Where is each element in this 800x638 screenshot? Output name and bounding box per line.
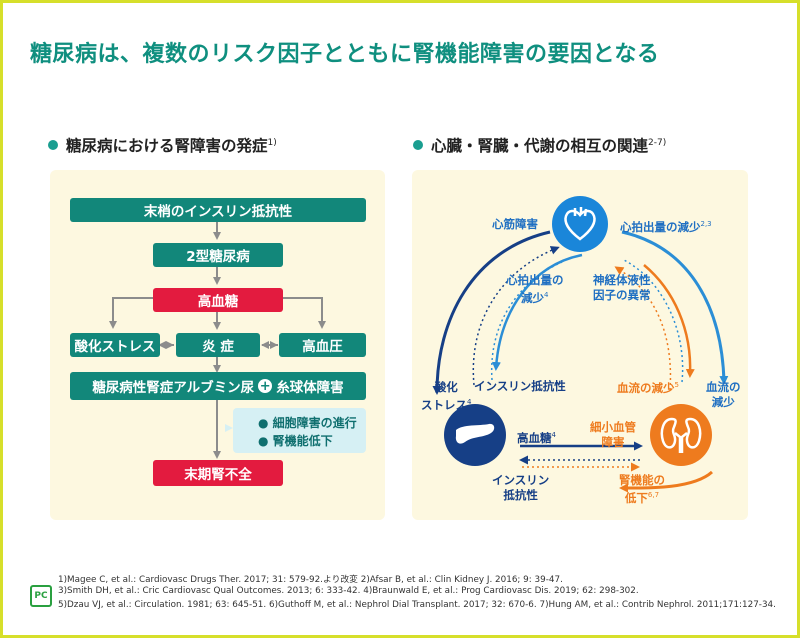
box-oxidative-stress: 酸化ストレス [70,333,160,357]
label-insulin-resistance: インスリン抵抗性 [474,379,566,393]
left-section-heading: 糖尿病における腎障害の発症1) [48,134,277,156]
note-text: 腎機能低下 [272,434,333,448]
flowchart-arrows [109,222,326,459]
label-blood-flow-decrease: 血流の減少5 [617,378,679,396]
pc-logo: PC [30,585,52,607]
progression-note [233,408,366,453]
label-blood-flow-decrease-outer: 血流の 減少 [706,380,741,409]
label-hyperglycemia: 高血糖4 [517,428,556,446]
label-ref: 5 [674,381,679,389]
box-hypertension: 高血圧 [279,333,366,357]
label-co-decrease-inner: 心拍出量の 減少4 [506,273,564,306]
label-co-decrease-top: 心拍出量の減少2,3 [620,217,712,235]
label-ref: 4 [467,398,472,406]
heart-icon [552,196,608,252]
reference-line: 3)Smith DH, et al.: Cric Cardiovasc Qual… [58,586,639,596]
box-end-stage-renal-disease: 末期腎不全 [153,460,283,486]
box-type2-diabetes: 2型糖尿病 [153,243,283,267]
reference-line: 5)Dzau VJ, et al.: Circulation. 1981; 63… [58,600,776,610]
label-neurohumoral: 神経体液性 因子の異常 [593,273,651,302]
label-text: 高血糖 [517,430,552,445]
right-heading-ref: 2-7) [648,137,667,148]
cycle-arrows [432,230,729,493]
bullet-dot [48,140,58,150]
heart-icon-shape [564,207,596,241]
label-myocardial: 心筋障害 [492,217,538,231]
box-peripheral-insulin-resistance: 末梢のインスリン抵抗性 [70,198,366,222]
note-item-renal-decline: ● 腎機能低下 [258,434,333,448]
label-text: 心拍出量の減少 [620,219,701,234]
label-microvascular: 細小血管 障害 [590,420,636,449]
label-ref: 4 [544,291,549,299]
kidney-icon [650,404,712,466]
glomerular-text: 糸球体障害 [276,380,344,396]
reference-line: 1)Magee C, et al.: Cardiovasc Drugs Ther… [58,575,563,585]
box-albuminuria-glomerular: 糖尿病性腎症アルブミン尿 + 糸球体障害 [70,372,366,400]
pancreas-icon [444,404,506,466]
kidney-icon-shape [660,417,702,453]
label-text: 血流の減少 [617,380,675,395]
right-section-heading: 心臓・腎臓・代謝の相互の関連2-7) [413,134,666,156]
box-inflammation: 炎 症 [176,333,260,357]
right-heading-text: 心臓・腎臓・代謝の相互の関連 [431,137,649,155]
left-heading-text: 糖尿病における腎障害の発症 [66,137,268,155]
label-renal-decline: 腎機能の 低下6,7 [619,473,665,506]
bullet-dot [413,140,423,150]
label-ref: 4 [551,431,556,439]
label-ref: 6,7 [647,491,660,499]
left-heading-ref: 1) [267,137,277,148]
page-title: 糖尿病は、複数のリスク因子とともに腎機能障害の要因となる [30,42,660,67]
label-text: 腎機能の 低下 [619,473,665,505]
label-ref: 2,3 [700,220,712,228]
label-insulin-resistance-bottom: インスリン 抵抗性 [492,473,550,502]
label-text: 心拍出量の 減少 [506,273,564,305]
label-oxidative-stress: 酸化 ストレス4 [421,380,471,413]
note-text: 細胞障害の進行 [272,416,357,430]
box-hyperglycemia: 高血糖 [153,288,283,312]
label-text: 酸化 ストレス [421,380,467,412]
note-item-cell-damage: ● 細胞障害の進行 [258,416,357,430]
pancreas-icon-shape [455,423,495,444]
albuminuria-text: 糖尿病性腎症アルブミン尿 [92,380,255,396]
plus-icon: + [258,378,273,394]
